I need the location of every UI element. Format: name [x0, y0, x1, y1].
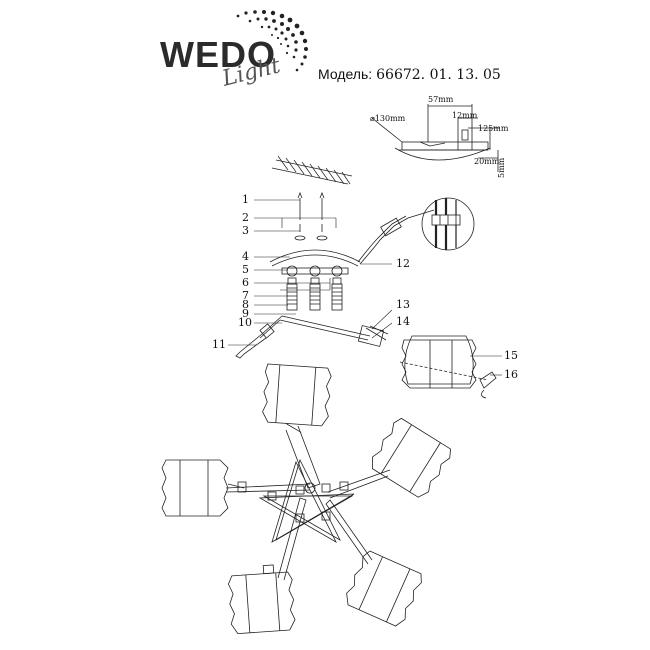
- model-label: Модель:: [318, 66, 373, 82]
- threaded-tubes: [286, 277, 343, 311]
- screws: [294, 191, 328, 241]
- callout-6: 6: [242, 276, 249, 289]
- brand-logo-word: WEDO: [160, 34, 276, 75]
- dim-12mm: 12mm: [452, 111, 478, 120]
- model-line: Модель:66672. 01. 13. 05: [318, 66, 501, 83]
- callout-12: 12: [396, 257, 410, 270]
- dim-diameter: ⌀130mm: [370, 114, 406, 123]
- callout-4: 4: [242, 250, 249, 263]
- dim-20mm: 20mm: [474, 157, 500, 166]
- callout-1: 1: [242, 193, 249, 206]
- bulb-part: [479, 371, 497, 399]
- arm-exploded: [235, 315, 389, 359]
- ceiling-hatch: [271, 155, 353, 185]
- callout-9: 9: [242, 307, 249, 320]
- callout-2: 2: [242, 211, 249, 224]
- callout-15: 15: [504, 349, 518, 362]
- mounting-bracket: [269, 249, 361, 277]
- dim-57mm: 57mm: [428, 95, 454, 104]
- callout-16: 16: [504, 368, 518, 381]
- callout-10: 10: [238, 316, 252, 329]
- callout-5: 5: [242, 263, 249, 276]
- model-number: 66672. 01. 13. 05: [376, 67, 501, 83]
- callout-7: 7: [242, 289, 249, 302]
- callout-11: 11: [212, 338, 226, 351]
- assembled-chandelier: [161, 363, 452, 635]
- wiring-detail-circle: [421, 197, 475, 251]
- callout-14: 14: [396, 315, 410, 328]
- mount-plate-drawing: [371, 104, 500, 172]
- shade-exploded: [399, 335, 489, 389]
- dim-125mm: 125mm: [478, 124, 509, 133]
- callout-13: 13: [396, 298, 410, 311]
- wire-connector: [357, 209, 435, 265]
- callout-3: 3: [242, 224, 249, 237]
- callout-8: 8: [242, 298, 249, 311]
- callout-leaders: [228, 199, 502, 376]
- dim-5mm: 5mm: [497, 157, 506, 178]
